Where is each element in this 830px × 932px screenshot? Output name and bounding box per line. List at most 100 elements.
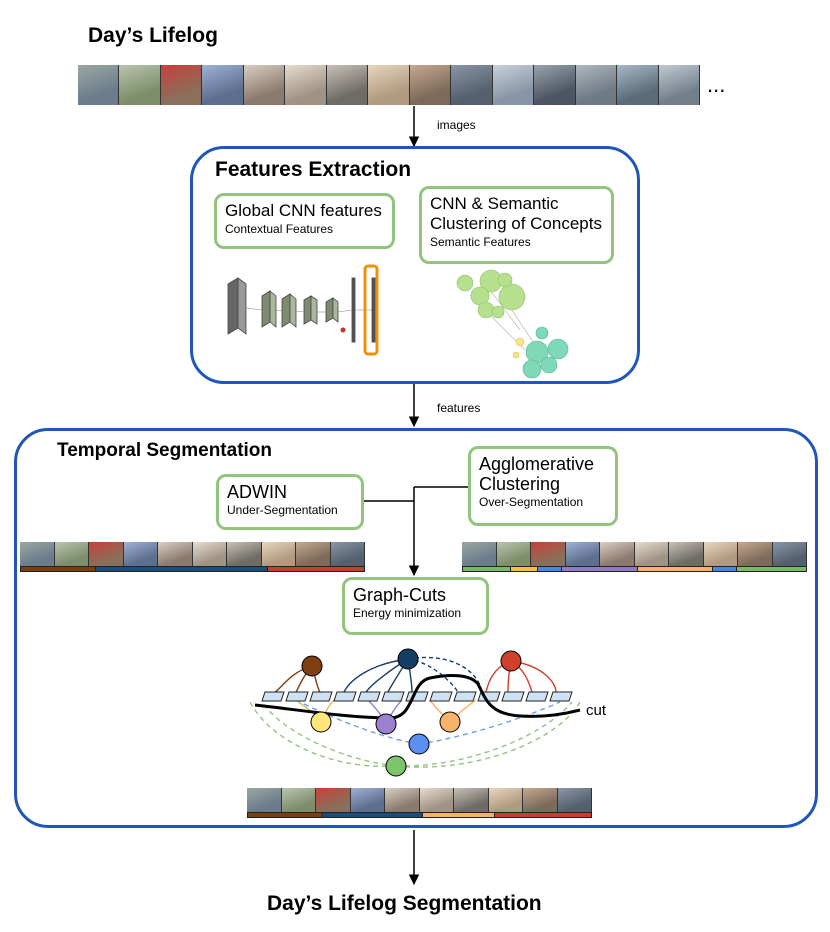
segment — [323, 813, 423, 817]
agglomerative-segment-bar — [462, 566, 807, 572]
lifelog-thumbnail — [202, 65, 244, 105]
lifelog-thumbnail — [658, 65, 701, 105]
lifelog-thumbnail — [158, 542, 193, 566]
lifelog-thumbnail — [368, 65, 410, 105]
temporal-segmentation-title: Temporal Segmentation — [57, 440, 273, 461]
segment — [713, 567, 738, 571]
segment — [562, 567, 638, 571]
adwin-image-strip — [20, 542, 365, 566]
agglomerative-title-line2: Clustering — [479, 474, 561, 494]
lifelog-thumbnail — [78, 65, 120, 105]
lifelog-thumbnail — [600, 542, 635, 566]
node-blue — [408, 733, 430, 755]
lifelog-thumbnail — [496, 542, 531, 566]
agglomerative-image-strip — [462, 542, 807, 566]
lifelog-thumbnail — [523, 788, 558, 812]
graph-cuts-subtitle: Energy minimization — [353, 606, 462, 620]
lifelog-thumbnail — [534, 65, 576, 105]
temporal-segmentation-box — [14, 428, 818, 828]
agglomerative-title-line1: Agglomerative — [479, 454, 595, 474]
lifelog-thumbnail — [261, 542, 296, 566]
segment — [737, 567, 806, 571]
lifelog-image-strip — [78, 65, 701, 105]
global-cnn-features-box: Global CNN features Contextual Features — [214, 193, 395, 249]
adwin-segment-bar — [20, 566, 365, 572]
node-orange — [439, 711, 461, 733]
lifelog-thumbnail — [451, 65, 493, 105]
frame-node — [453, 691, 477, 702]
semantic-title-line1: CNN & Semantic — [430, 194, 559, 213]
segment — [511, 567, 539, 571]
lifelog-thumbnail — [492, 65, 535, 105]
features-extraction-box — [190, 146, 640, 384]
lifelog-thumbnail — [738, 542, 773, 566]
lifelog-thumbnail — [330, 542, 365, 566]
lifelog-thumbnail — [160, 65, 203, 105]
lifelog-thumbnail — [409, 65, 452, 105]
arrow-label-images: images — [437, 118, 476, 132]
segment — [21, 567, 97, 571]
lifelog-thumbnail — [350, 788, 385, 812]
cut-label: cut — [586, 702, 607, 719]
lifelog-thumbnail — [557, 788, 592, 812]
graph-cuts-title: Graph-Cuts — [353, 585, 447, 605]
node-yellow — [310, 711, 332, 733]
segment — [637, 567, 714, 571]
lifelog-thumbnail — [669, 542, 704, 566]
features-extraction-title: Features Extraction — [215, 158, 412, 181]
lifelog-thumbnail — [281, 788, 316, 812]
graph-cuts-box: Graph-Cuts Energy minimization — [342, 577, 489, 635]
lifelog-thumbnail — [20, 542, 55, 566]
semantic-subtitle: Semantic Features — [430, 235, 531, 249]
adwin-title: ADWIN — [227, 482, 287, 502]
lifelog-thumbnail — [296, 542, 331, 566]
lifelog-thumbnail — [772, 542, 807, 566]
frame-node — [309, 691, 333, 702]
lifelog-thumbnail — [123, 542, 158, 566]
node-brown — [301, 655, 323, 677]
ellipsis: ... — [707, 72, 726, 97]
frame-node — [285, 691, 309, 702]
frame-node — [525, 691, 549, 702]
frame-node — [381, 691, 405, 702]
adwin-box: ADWIN Under-Segmentation — [216, 474, 364, 530]
node-navy — [397, 648, 419, 670]
segment — [463, 567, 512, 571]
frame-node — [501, 691, 525, 702]
lifelog-thumbnail — [575, 65, 618, 105]
agglomerative-clustering-box: Agglomerative Clustering Over-Segmentati… — [468, 446, 618, 526]
lifelog-thumbnail — [247, 788, 282, 812]
frame-node — [333, 691, 357, 702]
lifelog-thumbnail — [617, 65, 659, 105]
lifelog-thumbnail — [243, 65, 286, 105]
lifelog-thumbnail — [462, 542, 497, 566]
node-purple — [375, 713, 397, 735]
semantic-features-box: CNN & Semantic Clustering of Concepts Se… — [419, 186, 614, 264]
lifelog-thumbnail — [192, 542, 227, 566]
node-green — [385, 755, 407, 777]
lifelog-thumbnail — [385, 788, 420, 812]
segment — [422, 813, 495, 817]
graph-cuts-segment-bar — [247, 812, 592, 818]
lifelog-thumbnail — [634, 542, 669, 566]
cut-line — [254, 674, 581, 720]
frame-node — [549, 691, 573, 702]
segment — [267, 567, 364, 571]
lifelog-thumbnail — [703, 542, 738, 566]
lifelog-thumbnail — [488, 788, 523, 812]
segment — [494, 813, 591, 817]
lifelog-thumbnail — [565, 542, 600, 566]
output-title: Day’s Lifelog Segmentation — [267, 892, 542, 915]
lifelog-thumbnail — [54, 542, 89, 566]
global-cnn-title: Global CNN features — [225, 201, 382, 220]
lifelog-thumbnail — [119, 65, 161, 105]
input-title: Day’s Lifelog — [88, 24, 218, 47]
frame-node — [261, 691, 285, 702]
adwin-subtitle: Under-Segmentation — [227, 503, 338, 517]
lifelog-thumbnail — [316, 788, 351, 812]
lifelog-thumbnail — [227, 542, 262, 566]
lifelog-thumbnail — [531, 542, 566, 566]
lifelog-thumbnail — [326, 65, 369, 105]
